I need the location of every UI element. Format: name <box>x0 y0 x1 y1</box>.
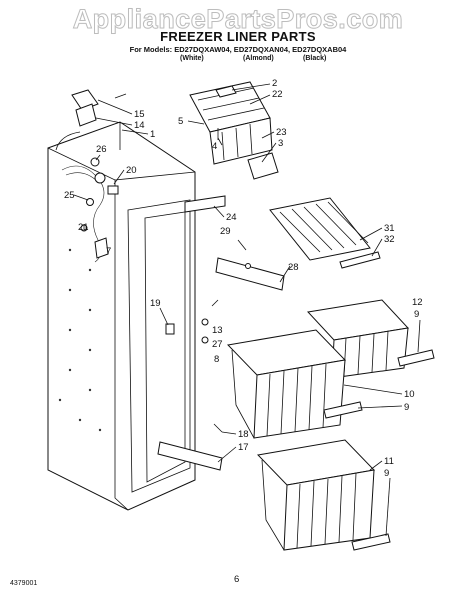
callout-21: 21 <box>78 222 89 233</box>
liner-mounting-holes <box>58 238 107 432</box>
callout-2: 2 <box>272 78 277 89</box>
callout-32: 32 <box>384 234 395 245</box>
basket-12 <box>306 299 435 379</box>
callout-14: 14 <box>134 120 145 131</box>
callout-13: 13 <box>212 325 223 336</box>
callout-9-lower: 9 <box>384 468 389 479</box>
liner-fasteners <box>165 195 226 344</box>
callout-23: 23 <box>276 127 287 138</box>
callout-17: 17 <box>238 442 249 453</box>
basket-11 <box>256 439 391 551</box>
callout-27: 27 <box>212 339 223 350</box>
basket-10 <box>226 329 363 439</box>
callout-12: 12 <box>412 297 423 308</box>
callout-numbers: 15 14 1 26 20 25 21 7 2 22 5 4 23 3 24 2… <box>64 78 423 585</box>
bottom-rail <box>157 423 223 471</box>
callout-5: 5 <box>178 116 183 127</box>
callout-24: 24 <box>226 212 237 223</box>
callout-25: 25 <box>64 190 75 201</box>
watermark: AppliancePartsPros.com <box>72 4 404 35</box>
leader-lines <box>73 83 421 537</box>
callout-29: 29 <box>220 226 231 237</box>
callout-7: 7 <box>106 246 111 257</box>
color-label-almond: (Almond) <box>243 55 274 62</box>
wire-shelf <box>269 197 381 269</box>
freezer-liner <box>47 121 196 511</box>
callout-15: 15 <box>134 109 145 120</box>
callout-9-middle: 9 <box>404 402 409 413</box>
callout-11: 11 <box>384 456 394 467</box>
color-label-white: (White) <box>180 55 204 62</box>
top-hinge-bracket <box>71 89 127 127</box>
models-line: For Models: ED27DQXAW04, ED27DQXAN04, ED… <box>129 45 347 54</box>
callout-26: 26 <box>96 144 107 155</box>
callout-18: 18 <box>238 429 249 440</box>
callout-4: 4 <box>212 141 217 152</box>
callout-1: 1 <box>150 129 155 140</box>
callout-3: 3 <box>278 138 283 149</box>
callout-20: 20 <box>126 165 137 176</box>
callout-28: 28 <box>288 262 299 273</box>
callout-6: 6 <box>234 574 239 585</box>
shelf-support <box>215 239 285 291</box>
callout-19: 19 <box>150 298 161 309</box>
callout-8: 8 <box>214 354 219 365</box>
color-label-black: (Black) <box>303 55 327 62</box>
callout-10: 10 <box>404 389 415 400</box>
callout-31: 31 <box>384 223 395 234</box>
diagram-title: FREEZER LINER PARTS <box>160 29 316 44</box>
callout-22: 22 <box>272 89 283 100</box>
footer-part-code: 4379001 <box>10 580 38 587</box>
control-wiring-harness <box>61 157 119 263</box>
upper-shelf-assembly <box>189 81 279 180</box>
callout-9-upper: 9 <box>414 309 419 320</box>
